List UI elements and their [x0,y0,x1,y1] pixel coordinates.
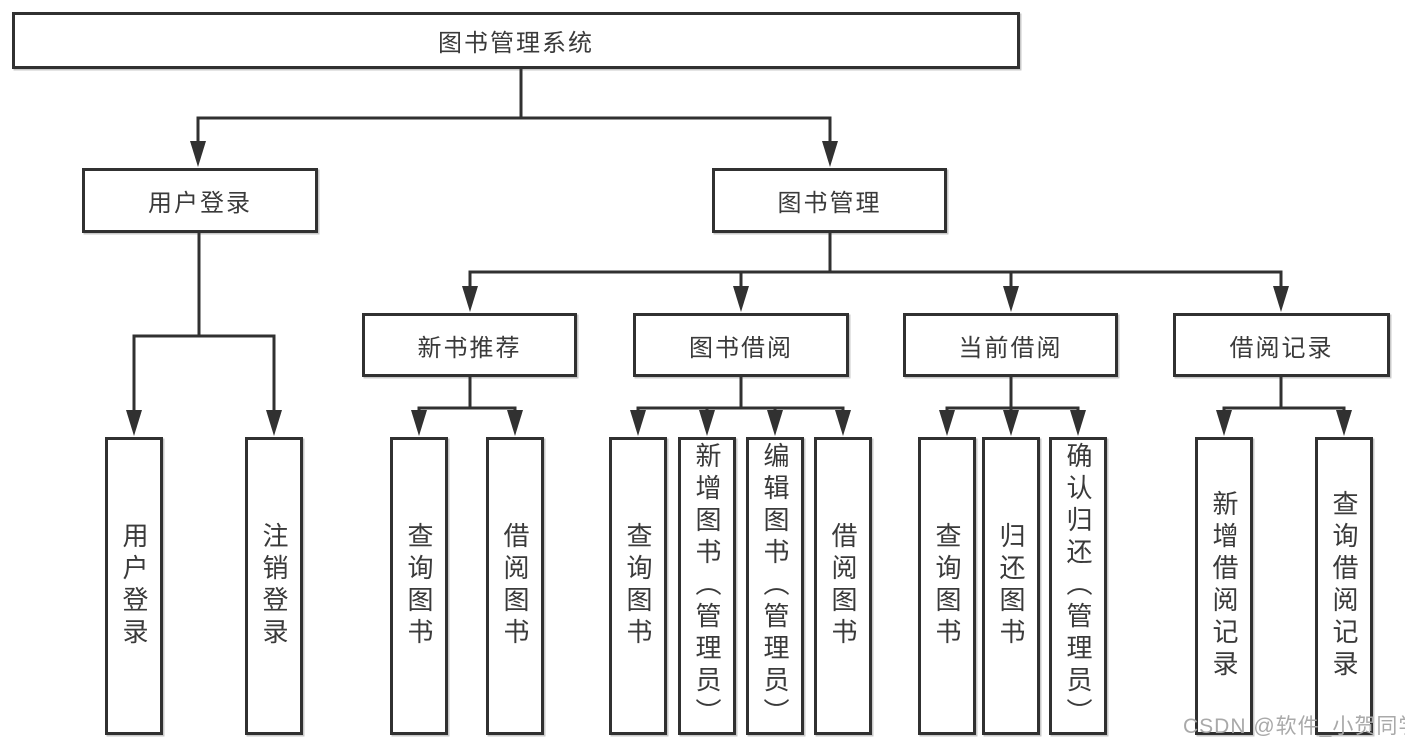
leaf-return-book: 归还图书 [982,437,1040,735]
node-new-book-recommend: 新书推荐 [362,313,577,377]
node-user-login: 用户登录 [82,168,318,233]
leaf-query-book-borrow: 查询图书 [609,437,667,735]
node-library-management-system: 图书管理系统 [12,12,1020,69]
node-book-management: 图书管理 [712,168,947,233]
node-book-borrow: 图书借阅 [633,313,849,377]
leaf-query-book-current: 查询图书 [918,437,976,735]
node-current-borrow: 当前借阅 [903,313,1118,377]
leaf-add-borrow-record: 新增借阅记录 [1195,437,1253,735]
leaf-confirm-return-admin: 确认归还（管理员） [1049,437,1107,735]
leaf-user-login: 用户登录 [105,437,163,735]
leaf-logout: 注销登录 [245,437,303,735]
leaf-borrow-book: 借阅图书 [814,437,872,735]
leaf-add-book-admin: 新增图书（管理员） [678,437,736,735]
leaf-query-borrow-record: 查询借阅记录 [1315,437,1373,735]
arrowheads [126,141,1352,436]
leaf-edit-book-admin: 编辑图书（管理员） [746,437,804,735]
leaf-query-book-recommend: 查询图书 [390,437,448,735]
csdn-watermark: CSDN @软件_小贺同学 [1183,715,1405,738]
leaf-borrow-book-recommend: 借阅图书 [486,437,544,735]
node-borrow-records: 借阅记录 [1173,313,1390,377]
